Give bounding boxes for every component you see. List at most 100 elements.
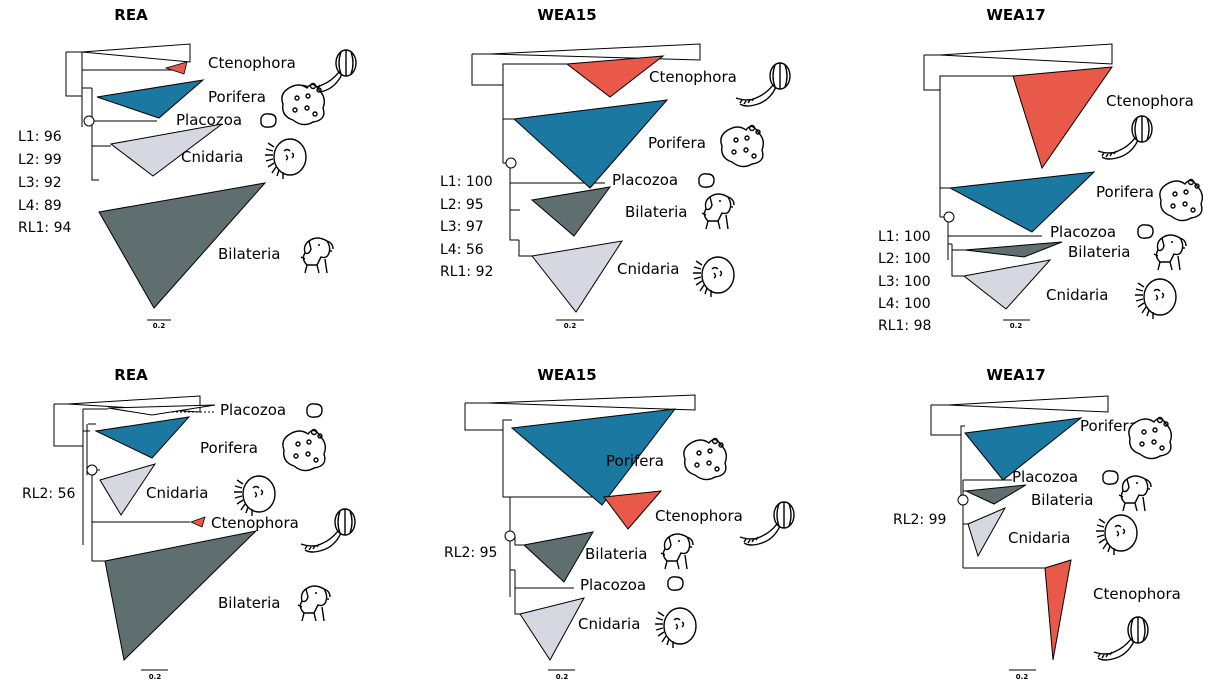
support-value: RL2: 95 <box>444 545 497 561</box>
label-bilateria: Bilateria <box>1068 243 1130 261</box>
comb-jelly-icon <box>739 501 795 546</box>
support-values: L1: 100 L2: 95 L3: 97 L4: 56 RL1: 92 <box>440 174 493 280</box>
label-ctenophora: Ctenophora <box>1093 585 1181 603</box>
comb-jelly-icon <box>1097 115 1153 160</box>
tree-branches <box>65 51 175 181</box>
cnidaria-clade <box>519 597 585 661</box>
jellyfish-icon <box>233 475 276 517</box>
label-porifera: Porifera <box>1096 183 1154 201</box>
cnidaria-clade <box>531 240 624 313</box>
support-values: RL2: 56 <box>22 486 76 502</box>
label-porifera: Porifera <box>1080 417 1138 435</box>
label-bilateria: Bilateria <box>1031 491 1093 509</box>
scale-label: 0.2 <box>1010 322 1023 330</box>
support-value: L3: 97 <box>440 219 484 235</box>
support-value: RL1: 94 <box>18 220 72 236</box>
support-values: RL2: 99 <box>893 512 946 528</box>
label-placozoa: Placozoa <box>1012 468 1078 486</box>
label-cnidaria: Cnidaria <box>1008 529 1070 547</box>
placozoan-icon <box>667 576 684 591</box>
support-value: L1: 100 <box>878 229 931 245</box>
panel-title: REA <box>114 6 148 24</box>
label-ctenophora: Ctenophora <box>211 514 299 532</box>
sponge-icon <box>281 82 326 126</box>
support-node <box>957 494 969 506</box>
support-value: L1: 100 <box>440 174 493 190</box>
outgroup-clade <box>947 395 1109 413</box>
bilateria-clade <box>964 241 1063 258</box>
cnidaria-clade <box>99 463 157 516</box>
placozoan-icon <box>260 113 277 128</box>
porifera-clade <box>510 408 677 506</box>
label-ctenophora: Ctenophora <box>649 68 737 86</box>
jellyfish-icon <box>1095 514 1138 556</box>
ctenophora-clade <box>1044 559 1072 661</box>
sponge-icon <box>282 428 327 472</box>
support-value: L4: 89 <box>18 198 62 214</box>
label-placozoa: Placozoa <box>176 111 242 129</box>
bilateria-clade <box>522 531 594 583</box>
dog-icon <box>1153 234 1187 271</box>
panel-wea15-top: WEA15 Ctenophora Porifera Placozoa Bilat… <box>440 6 791 330</box>
bilateria-clade <box>98 182 267 309</box>
dog-icon <box>300 237 334 274</box>
support-value: L2: 95 <box>440 197 484 213</box>
placozoan-icon <box>306 403 323 418</box>
support-value: RL2: 99 <box>893 512 946 528</box>
support-value: RL2: 56 <box>22 486 76 502</box>
placozoan-icon <box>698 173 715 188</box>
label-placozoa: Placozoa <box>220 401 286 419</box>
placozoan-icon <box>1137 224 1154 239</box>
support-values: L1: 100 L2: 100 L3: 100 L4: 100 RL1: 98 <box>878 229 931 334</box>
support-value: L4: 56 <box>440 242 484 258</box>
ctenophora-clade <box>603 490 663 530</box>
jellyfish-icon <box>654 607 697 649</box>
comb-jelly-icon <box>300 508 356 553</box>
panel-wea17-bottom: WEA17 Porifera Placozoa Bilateria Cnidar… <box>893 366 1181 681</box>
support-node <box>504 530 516 542</box>
label-placozoa: Placozoa <box>612 171 678 189</box>
panel-rea-top: REA Ctenophora Porifera Placozoa Cnidari… <box>18 6 357 330</box>
label-cnidaria: Cnidaria <box>146 484 208 502</box>
panel-title: WEA15 <box>537 366 596 384</box>
placozoan-icon <box>1102 470 1119 485</box>
label-ctenophora: Ctenophora <box>655 507 743 525</box>
porifera-clade <box>512 99 669 189</box>
sponge-icon <box>1128 416 1173 460</box>
scale-label: 0.2 <box>1016 673 1029 681</box>
jellyfish-icon <box>692 256 735 298</box>
label-bilateria: Bilateria <box>218 245 280 263</box>
outgroup-clade <box>939 43 1113 65</box>
label-cnidaria: Cnidaria <box>181 148 243 166</box>
support-node <box>943 211 955 223</box>
support-value: L2: 100 <box>878 251 931 267</box>
label-ctenophora: Ctenophora <box>1106 92 1194 110</box>
cnidaria-clade <box>962 259 1052 310</box>
placozoa-clade <box>107 404 216 416</box>
panel-wea17-top: WEA17 Ctenophora Porifera Placozoa Bilat… <box>878 6 1204 334</box>
support-node <box>83 115 95 127</box>
porifera-clade <box>964 417 1083 481</box>
sponge-icon <box>683 437 728 481</box>
dog-icon <box>297 585 331 622</box>
scale-label: 0.2 <box>149 673 162 681</box>
label-porifera: Porifera <box>606 452 664 470</box>
jellyfish-icon <box>1134 278 1177 320</box>
scale-label: 0.2 <box>556 673 569 681</box>
label-porifera: Porifera <box>208 88 266 106</box>
label-cnidaria: Cnidaria <box>578 615 640 633</box>
panel-wea15-bottom: WEA15 Porifera Ctenophora Bilateria Plac… <box>444 366 795 681</box>
jellyfish-icon <box>264 138 307 180</box>
support-value: L2: 99 <box>18 152 62 168</box>
ctenophora-clade <box>1012 66 1114 170</box>
support-value: L3: 100 <box>878 274 931 290</box>
label-porifera: Porifera <box>200 439 258 457</box>
panel-rea-bottom: REA Placozoa Porifera Cnidaria Ctenophor… <box>22 366 356 681</box>
support-value: RL1: 98 <box>878 318 931 334</box>
support-node <box>86 464 98 476</box>
scale-label: 0.2 <box>153 322 166 330</box>
ctenophora-clade <box>164 61 188 75</box>
support-value: L3: 92 <box>18 175 62 191</box>
panel-title: WEA17 <box>986 366 1045 384</box>
